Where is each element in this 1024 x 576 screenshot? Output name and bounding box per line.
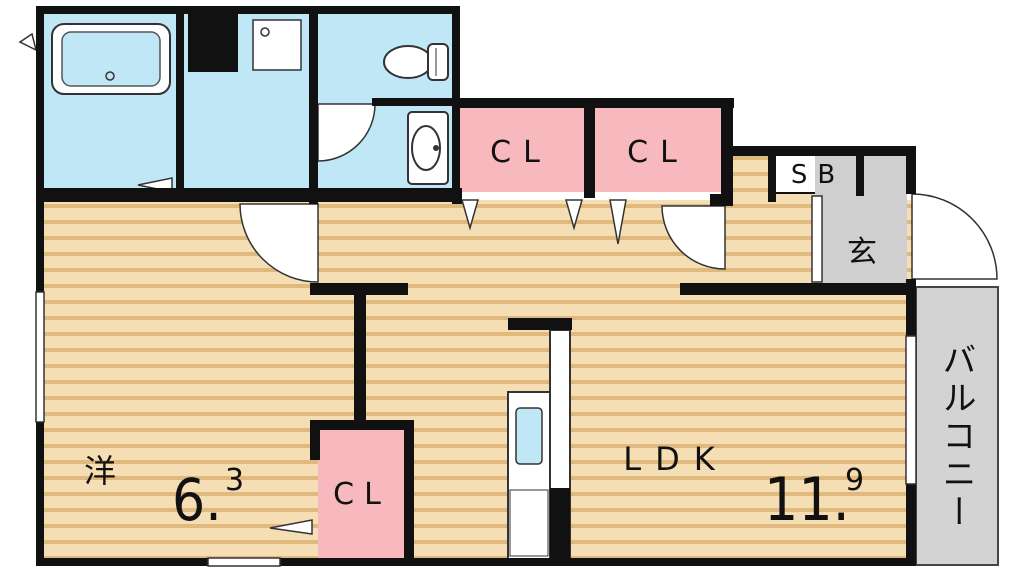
closet-left-label: CL xyxy=(490,135,552,170)
western-room-size: 6. xyxy=(172,466,222,534)
closet-right-label: CL xyxy=(627,135,689,170)
shoe-box-label: SB xyxy=(791,160,845,190)
closet-bottom-label: CL xyxy=(333,477,391,512)
kitchen-sink xyxy=(515,407,543,465)
western-room-size-decimal: 3 xyxy=(225,463,244,498)
windows xyxy=(35,195,917,567)
door-swings xyxy=(239,103,998,283)
balcony xyxy=(915,286,999,566)
ldk-size-decimal: 9 xyxy=(845,463,864,498)
wash-basin-icon xyxy=(407,111,449,185)
closet-bottom xyxy=(318,428,406,560)
washer-pan xyxy=(252,19,302,71)
entrance-label: 玄 xyxy=(847,235,877,270)
balcony-label: バルコニー xyxy=(936,342,976,532)
ldk-label: LDK xyxy=(623,440,728,478)
toilet-icon xyxy=(383,43,449,81)
ldk-size: 11. xyxy=(764,465,850,535)
closet-right xyxy=(595,108,721,192)
shower-icon xyxy=(18,32,38,52)
western-room-label: 洋 xyxy=(84,452,116,490)
walls xyxy=(36,6,916,566)
closet-door-marks xyxy=(269,199,627,535)
closet-left xyxy=(458,108,584,192)
